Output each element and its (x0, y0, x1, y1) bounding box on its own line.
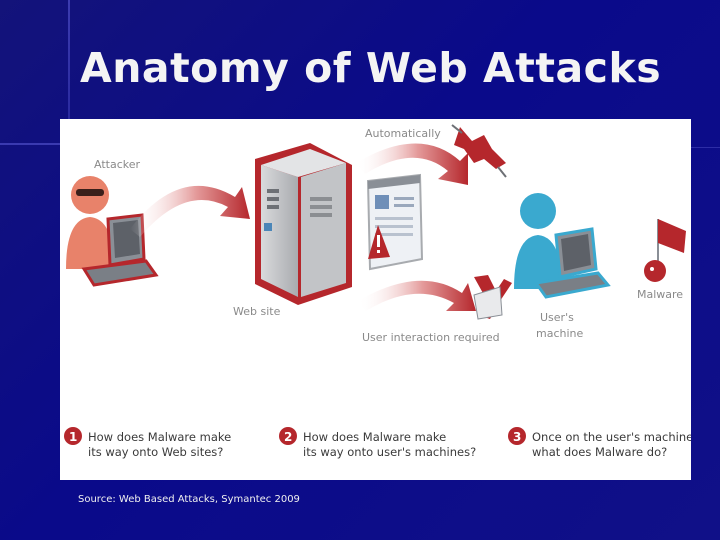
arrow-attacker-to-site (130, 185, 250, 237)
users-machine-label-2: machine (536, 327, 584, 340)
server-icon (255, 143, 352, 305)
malware-flag-icon (644, 219, 686, 282)
diagram-panel: Attacker Web site Automatically (60, 119, 691, 480)
question-3-badge (508, 427, 526, 445)
question-1-badge (64, 427, 82, 445)
question-2-badge (279, 427, 297, 445)
users-machine-label-1: User's (540, 311, 574, 324)
question-1-number: 1 (69, 430, 77, 444)
question-3-line-1: Once on the user's machines (532, 430, 691, 444)
question-2: 2 How does Malware make its way onto use… (279, 427, 476, 459)
warning-icon (368, 225, 390, 259)
source-citation: Source: Web Based Attacks, Symantec 2009 (78, 494, 300, 505)
arrow-user-interaction (358, 280, 476, 311)
question-2-number: 2 (284, 430, 292, 444)
question-1-line-1: How does Malware make (88, 430, 231, 444)
user-interaction-label: User interaction required (362, 331, 500, 344)
question-3-number: 3 (513, 430, 521, 444)
decorative-horizontal-line (0, 143, 60, 145)
question-3-line-2: what does Malware do? (532, 445, 667, 459)
question-2-line-2: its way onto user's machines? (303, 445, 476, 459)
decorative-vertical-line (68, 0, 70, 120)
attack-diagram: Attacker Web site Automatically (64, 124, 691, 459)
attacker-icon (66, 176, 114, 269)
bug-icon (451, 124, 507, 178)
question-1: 1 How does Malware make its way onto Web… (64, 427, 231, 459)
decorative-horizontal-line-right (690, 147, 720, 148)
slide-title: Anatomy of Web Attacks (80, 44, 662, 92)
hand-bug-icon (473, 275, 512, 320)
user-icon (514, 193, 562, 289)
automatically-label: Automatically (365, 127, 441, 140)
arrow-automatic (356, 143, 468, 185)
question-2-line-1: How does Malware make (303, 430, 446, 444)
question-1-line-2: its way onto Web sites? (88, 445, 223, 459)
malware-label: Malware (637, 288, 683, 301)
question-3: 3 Once on the user's machines what does … (508, 427, 691, 459)
attacker-label: Attacker (94, 158, 140, 171)
web-site-label: Web site (233, 305, 281, 318)
user-laptop-icon (533, 227, 611, 299)
